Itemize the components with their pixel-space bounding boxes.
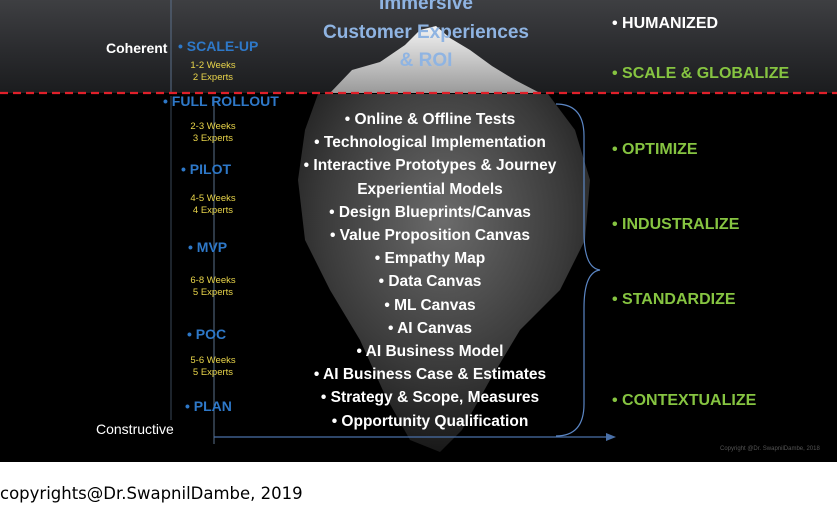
stage-scale-up-duration: 1-2 Weeks xyxy=(190,60,236,71)
stage-poc-experts: 5 Experts xyxy=(192,367,234,378)
level-scale-globalize: • SCALE & GLOBALIZE xyxy=(612,65,790,82)
stage-full-rollout: • FULL ROLLOUT xyxy=(163,93,279,109)
iceberg-slide: Immersive Customer Experiences & ROI Coh… xyxy=(0,0,837,462)
list-item: • Technological Implementation xyxy=(314,134,546,152)
curly-brace xyxy=(555,103,601,437)
iceberg-tip xyxy=(330,26,540,93)
list-item: • Interactive Prototypes & Journey xyxy=(303,157,557,175)
stage-pilot-experts: 4 Experts xyxy=(192,205,234,216)
title-line-3: & ROI xyxy=(399,50,453,71)
stage-scale-up-experts: 2 Experts xyxy=(192,72,234,83)
artifact-list: • Online & Offline Tests • Technological… xyxy=(282,108,578,433)
list-item: • Opportunity Qualification xyxy=(331,412,529,430)
stage-pilot: • PILOT xyxy=(181,161,232,177)
level-industralize: • INDUSTRALIZE xyxy=(612,216,740,233)
stage-plan: • PLAN xyxy=(185,398,232,414)
axis-bottom-label: Constructive xyxy=(96,421,174,437)
list-item: • Data Canvas xyxy=(378,273,482,291)
footer-copyright: copyrights@Dr.SwapnilDambe, 2019 xyxy=(0,484,303,503)
level-contextualize: • CONTEXTUALIZE xyxy=(612,392,757,409)
slide-copyright: Copyright @Dr. SwapnilDambe, 2018 xyxy=(720,446,820,452)
stage-mvp: • MVP xyxy=(188,239,228,255)
level-humanized: • HUMANIZED xyxy=(612,15,719,32)
stage-scale-up: • SCALE-UP xyxy=(178,38,259,54)
stage-mvp-duration: 6-8 Weeks xyxy=(190,275,236,286)
list-item: • Value Proposition Canvas xyxy=(329,227,531,245)
title-line-2: Customer Experiences xyxy=(323,22,529,43)
stage-full-rollout-duration: 2-3 Weeks xyxy=(190,121,236,132)
axis-top-label: Coherent xyxy=(106,40,168,56)
iceberg-illustration xyxy=(0,0,837,452)
list-item: • Design Blueprints/Canvas xyxy=(329,203,531,221)
list-item: • AI Business Case & Estimates xyxy=(313,366,547,384)
level-optimize: • OPTIMIZE xyxy=(612,141,698,158)
list-item: Experiential Models xyxy=(357,180,503,198)
stage-pilot-duration: 4-5 Weeks xyxy=(190,193,236,204)
iceberg-body xyxy=(298,94,590,452)
stage-poc-duration: 5-6 Weeks xyxy=(190,355,236,366)
list-item: • Strategy & Scope, Measures xyxy=(320,389,540,407)
list-item: • Empathy Map xyxy=(374,250,486,268)
list-item: • AI Canvas xyxy=(387,319,473,337)
x-axis-arrowhead xyxy=(606,433,616,441)
list-item: • AI Business Model xyxy=(356,343,504,361)
stage-full-rollout-experts: 3 Experts xyxy=(192,133,234,144)
list-item: • ML Canvas xyxy=(384,296,476,314)
list-item: • Online & Offline Tests xyxy=(344,111,516,128)
level-standardize: • STANDARDIZE xyxy=(612,291,736,308)
title-line-1: Immersive xyxy=(378,0,473,14)
stage-mvp-experts: 5 Experts xyxy=(192,287,234,298)
stage-poc: • POC xyxy=(187,326,227,342)
